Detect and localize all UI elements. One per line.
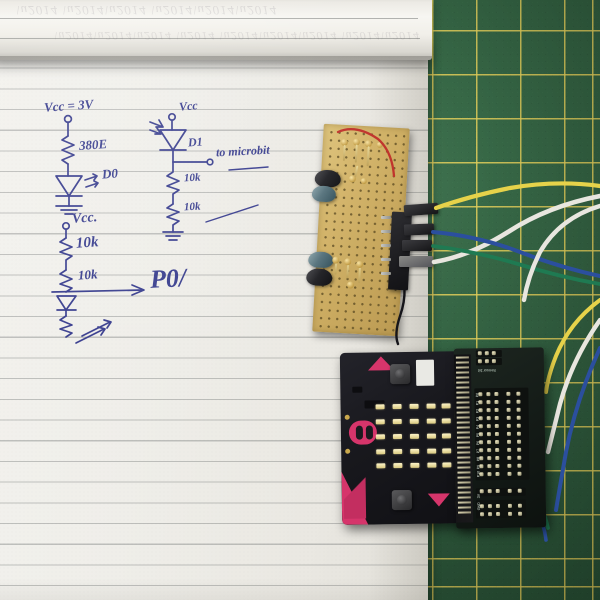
mounting-hole — [345, 448, 351, 454]
breakout-board: ElecFreaks Sensor:bit P0 P1 P2 P3 P4 P5 … — [453, 347, 547, 529]
dupont-connector-3[interactable] — [402, 240, 432, 251]
microbit-triangle-bottom — [427, 493, 450, 507]
button-b[interactable] — [391, 489, 413, 511]
pin-label: P4 — [475, 424, 480, 430]
dupont-connector-4[interactable] — [399, 256, 433, 267]
mounting-hole — [344, 414, 350, 420]
page-shadow-bottom — [0, 578, 428, 600]
led-matrix — [375, 403, 452, 470]
flap-shadow — [0, 56, 432, 66]
button-a[interactable] — [389, 363, 411, 385]
microbit-wedge-2 — [343, 470, 367, 519]
curled-page-flap: \u2014 \u2014\u2014 \u2014\u2014\u2014 \… — [0, 0, 432, 60]
pin-label: GND — [476, 502, 482, 511]
pin-label: P2 — [475, 408, 480, 414]
pin-label: P8 — [476, 456, 481, 462]
dupont-connector-1[interactable] — [403, 202, 439, 217]
microbit-board — [339, 351, 471, 525]
pin-label: P1 — [475, 400, 480, 406]
pin-label: P10 — [476, 470, 481, 478]
microbit-logo — [348, 420, 378, 445]
pin-label: 3V — [476, 493, 481, 499]
pin-label: P3 — [475, 416, 480, 422]
pin-label: P7 — [476, 448, 481, 454]
pin-label: P9 — [476, 464, 481, 470]
breakout-silk-2: Sensor:bit — [478, 368, 497, 374]
microbit-chip-2 — [352, 386, 363, 393]
pin-label: P0 — [475, 392, 480, 398]
pin-label: P5 — [475, 432, 480, 438]
dupont-connector-2[interactable] — [403, 223, 435, 236]
microbit-sticker — [415, 359, 435, 386]
pin-label: P6 — [476, 440, 481, 446]
